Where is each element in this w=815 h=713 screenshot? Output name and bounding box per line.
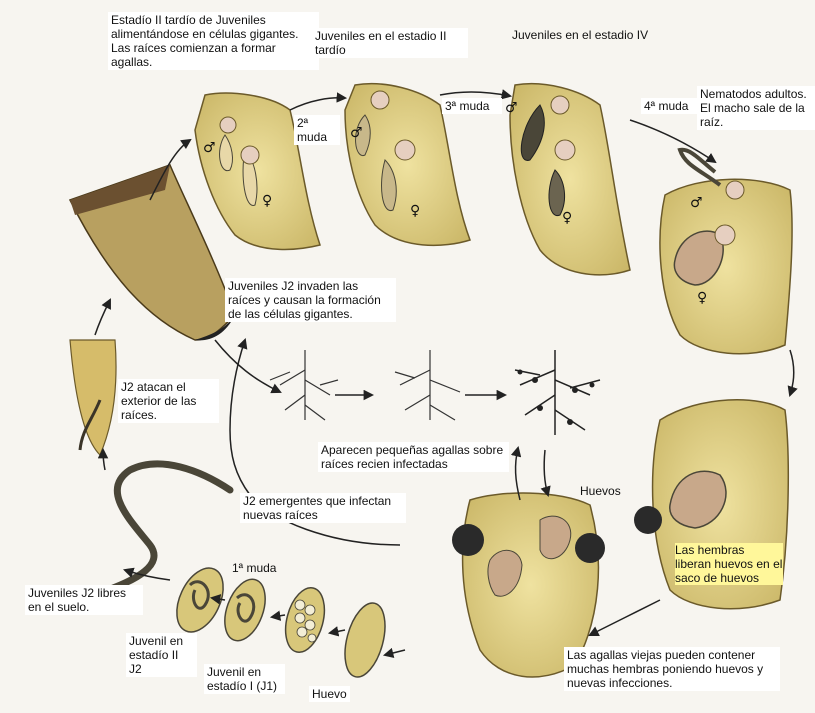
label-juvenile-j1: Juvenil en estadío I (J1) bbox=[204, 664, 285, 694]
male-nematode-exiting bbox=[680, 150, 720, 185]
label-small-galls: Aparecen pequeñas agallas sobre raíces r… bbox=[318, 442, 509, 472]
label-adult-nematodes: Nematodos adultos. El macho sale de la r… bbox=[697, 86, 815, 130]
label-j2-late-feeding: Estadío II tardío de Juveniles alimentán… bbox=[108, 12, 319, 70]
egg-mass bbox=[634, 506, 662, 534]
giant-cells bbox=[220, 117, 236, 133]
egg-unsegmented bbox=[338, 599, 392, 682]
label-molt-3: 3ª muda bbox=[442, 98, 502, 114]
arrow-adults-to-releasing bbox=[790, 350, 794, 395]
female-symbol-stage2: ♀ bbox=[410, 203, 420, 219]
giant-cells bbox=[726, 181, 744, 199]
giant-cells bbox=[371, 91, 389, 109]
label-females-release-eggs: Las hembras liberan huevos en el saco de… bbox=[675, 543, 783, 585]
female-symbol-adult: ♀ bbox=[697, 290, 707, 306]
label-egg: Huevo bbox=[309, 686, 350, 702]
label-free-juveniles: Juveniles J2 libres en el suelo. bbox=[25, 585, 143, 615]
male-symbol-adult: ♂ bbox=[690, 195, 703, 211]
male-symbol-stage4: ♂ bbox=[505, 100, 518, 116]
giant-cells bbox=[715, 225, 735, 245]
female-symbol-stage4: ♀ bbox=[562, 210, 572, 226]
label-molt-4: 4ª muda bbox=[641, 98, 701, 114]
giant-cells bbox=[551, 96, 569, 114]
arrow-free-to-root-exterior bbox=[103, 450, 105, 470]
label-j2-attack: J2 atacan el exterior de las raíces. bbox=[118, 379, 219, 423]
label-eggs: Huevos bbox=[580, 484, 621, 498]
egg-mass-old-2 bbox=[575, 533, 605, 563]
label-j2-emergent: J2 emergentes que infectan nuevas raíces bbox=[240, 493, 406, 523]
label-molt-2: 2ª muda bbox=[294, 115, 340, 145]
label-molt-1: 1ª muda bbox=[232, 561, 276, 575]
small-galls bbox=[518, 370, 595, 426]
label-juvenile-j2: Juvenil en estadío II J2 bbox=[126, 633, 197, 677]
label-juveniles-stage2: Juveniles en el estadio II tardío bbox=[312, 28, 468, 58]
egg-mass-old-1 bbox=[452, 524, 484, 556]
label-old-galls: Las agallas viejas pueden contener mucha… bbox=[564, 647, 780, 691]
giant-cells bbox=[395, 140, 415, 160]
arrow-root-systems-to-old-galls bbox=[544, 450, 548, 495]
label-j2-invade: Juveniles J2 invaden las raíces y causan… bbox=[225, 278, 396, 322]
male-symbol-stage2-late: ♂ bbox=[203, 140, 216, 156]
gall-tissue-juveniles-stage4 bbox=[510, 84, 630, 275]
arrow-root-tip-to-rs1 bbox=[215, 340, 280, 392]
arrow-egg-1 bbox=[385, 650, 405, 655]
giant-cells bbox=[241, 146, 259, 164]
giant-cells bbox=[555, 140, 575, 160]
arrow-stage2-late-to-stage2 bbox=[290, 98, 345, 110]
egg-j1-stage bbox=[217, 574, 273, 646]
arrow-egg-2 bbox=[330, 630, 345, 633]
arrow-stage2-to-stage4 bbox=[440, 92, 510, 96]
root-system-2 bbox=[395, 350, 460, 420]
arrow-old-galls-to-root-systems bbox=[516, 448, 520, 500]
root-section-exterior bbox=[70, 340, 116, 455]
female-symbol-stage2-late: ♀ bbox=[262, 193, 272, 209]
label-juveniles-stage4: Juveniles en el estadio IV bbox=[512, 28, 662, 42]
root-system-1 bbox=[270, 350, 338, 420]
arrow-releasing-to-old-galls bbox=[590, 600, 660, 635]
arrow-egg-3 bbox=[272, 615, 285, 617]
male-symbol-stage2: ♂ bbox=[350, 125, 363, 141]
arrow-root-exterior-to-tip bbox=[95, 300, 110, 335]
root-system-galled bbox=[515, 350, 600, 435]
